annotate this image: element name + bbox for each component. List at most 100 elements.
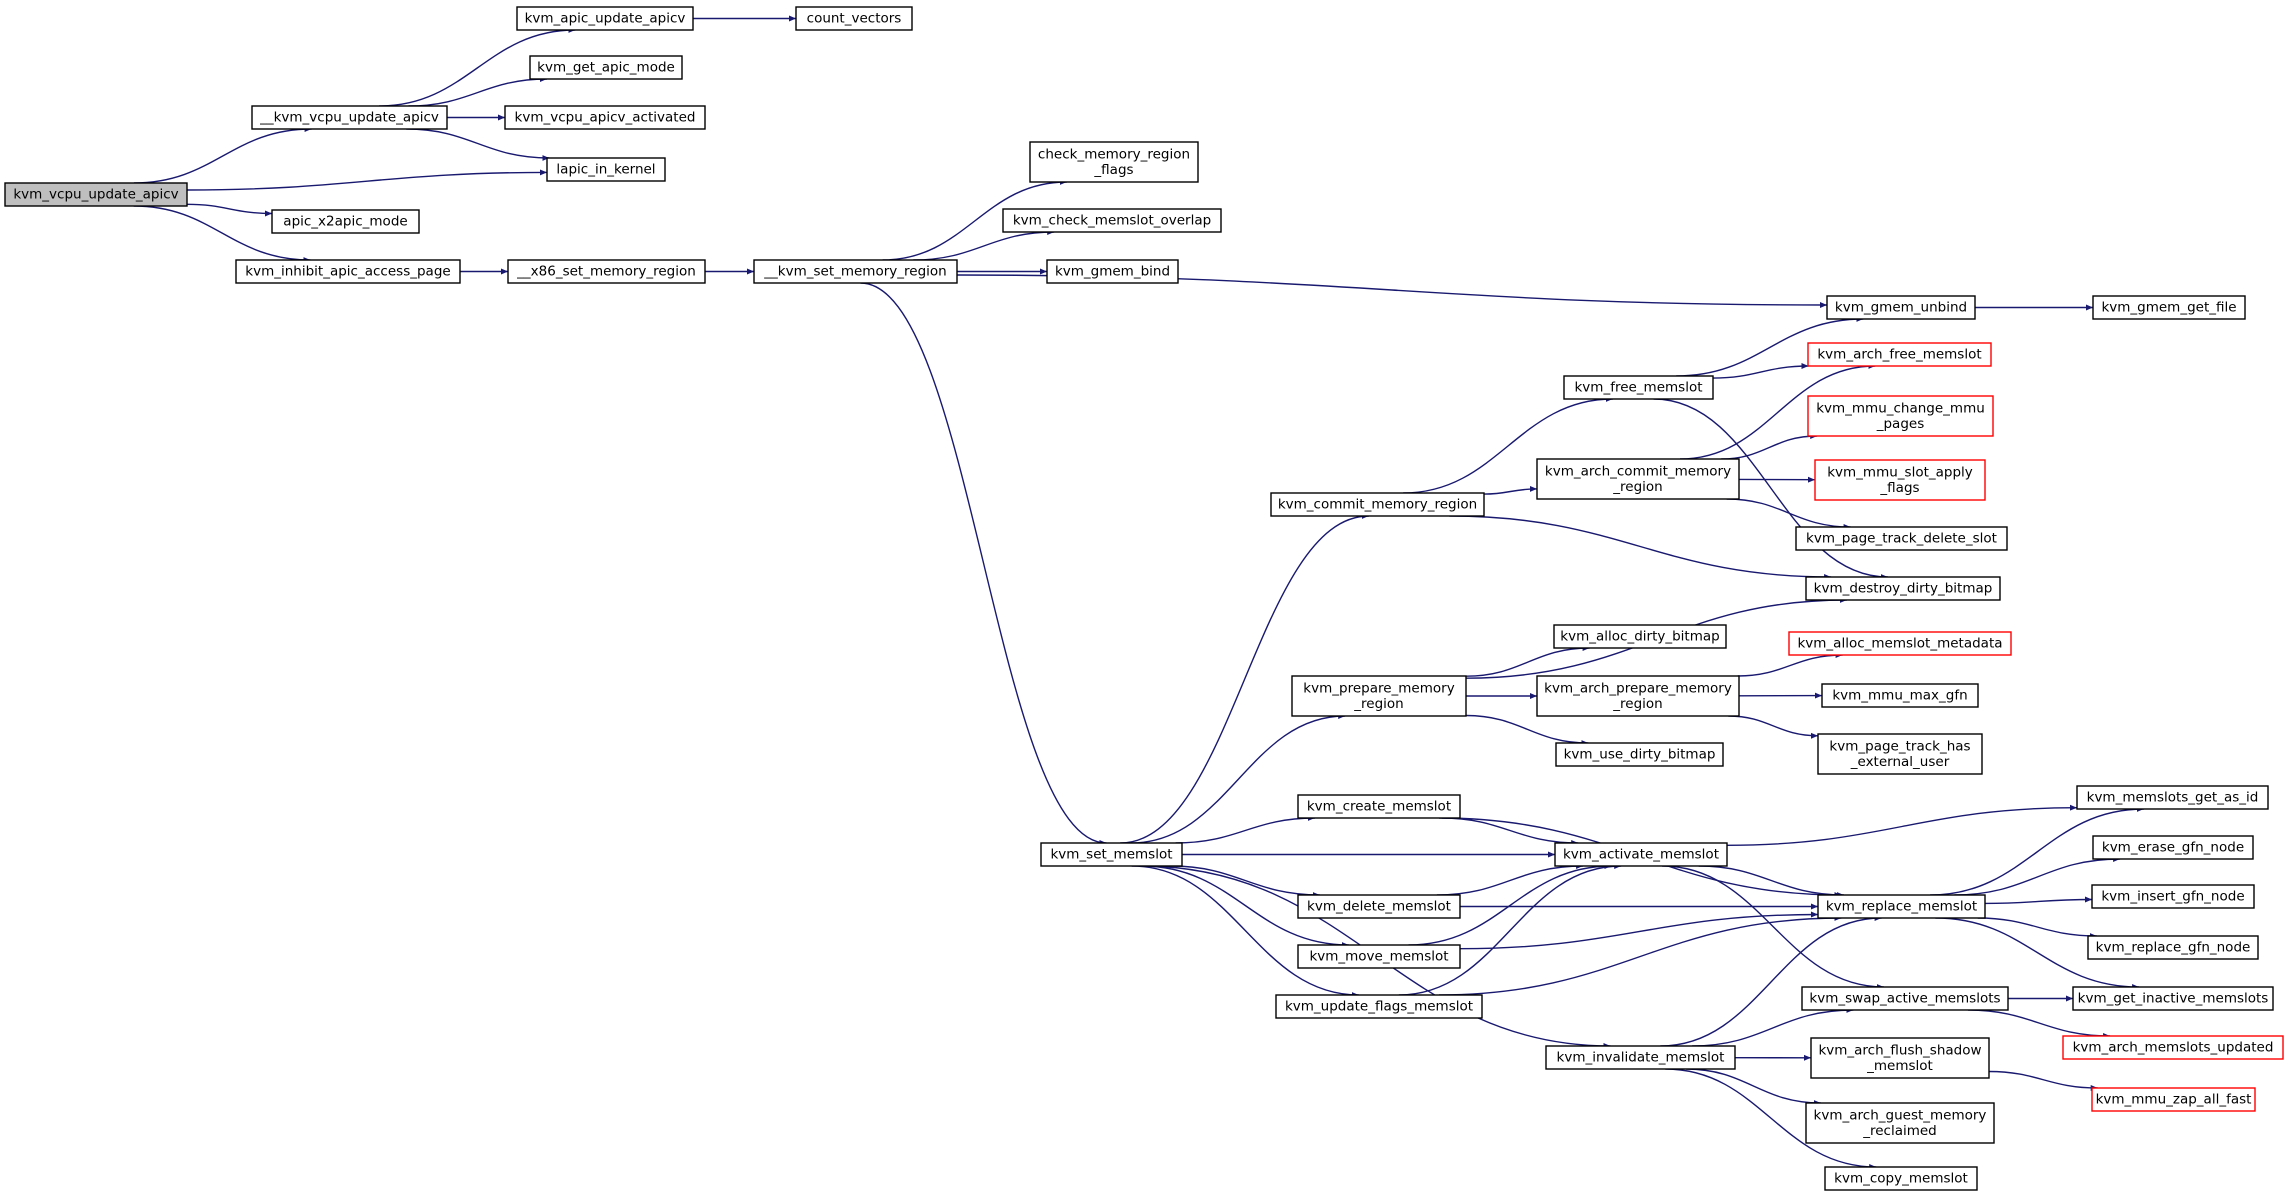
call-edge xyxy=(1483,485,1538,495)
call-arrow xyxy=(1935,917,2140,990)
node-box xyxy=(504,105,706,130)
call-edge xyxy=(1679,363,1876,460)
call-edge xyxy=(1662,865,1884,990)
call-edge xyxy=(379,27,576,107)
function-node-kvm-mmu-zap-all-fast[interactable]: kvm_mmu_zap_all_fast xyxy=(2091,1087,2256,1112)
function-node-kvm-gmem-unbind[interactable]: kvm_gmem_unbind xyxy=(1826,295,1976,320)
function-node-kvm-mmu-max-gfn[interactable]: kvm_mmu_max_gfn xyxy=(1821,683,1979,708)
function-node-kvm-get-inactive-memslots[interactable]: kvm_get_inactive_memslots xyxy=(2072,986,2274,1011)
function-node-kvm-alloc-dirty-bitmap[interactable]: kvm_alloc_dirty_bitmap xyxy=(1553,624,1727,649)
call-edge xyxy=(882,179,1067,261)
function-node-kvm-create-memslot[interactable]: kvm_create_memslot xyxy=(1297,794,1461,819)
call-arrow xyxy=(1141,865,1349,948)
call-edge xyxy=(1403,396,1613,494)
call-arrow xyxy=(1686,1068,1821,1106)
node-box xyxy=(1817,894,1986,919)
node-label: kvm_mmu_zap_all_fast xyxy=(2096,1092,2252,1108)
node-label: kvm_invalidate_memslot xyxy=(1557,1050,1725,1066)
function-node-kvm-replace-gfn-node[interactable]: kvm_replace_gfn_node xyxy=(2087,935,2259,960)
function-node-kvm-memslots-get-as-id[interactable]: kvm_memslots_get_as_id xyxy=(2076,785,2269,810)
node-label: count_vectors xyxy=(807,11,902,27)
function-node-kvm-mmu-change-mmu-pages[interactable]: kvm_mmu_change_mmu_pages xyxy=(1807,395,1994,437)
function-node-kvm-swap-active-memslots[interactable]: kvm_swap_active_memslots xyxy=(1801,986,2009,1011)
function-node-lapic-in-kernel[interactable]: lapic_in_kernel xyxy=(546,157,666,182)
function-node-kvm-copy-memslot[interactable]: kvm_copy_memslot xyxy=(1824,1166,1978,1191)
call-arrow xyxy=(1439,915,1842,996)
function-node-kvm-arch-guest-memory-reclaimed[interactable]: kvm_arch_guest_memory_reclaimed xyxy=(1805,1102,1995,1144)
call-edge xyxy=(1984,896,2093,905)
node-box xyxy=(271,209,420,234)
call-arrow xyxy=(1449,515,1832,580)
node-box xyxy=(1297,944,1461,969)
function-node-kvm-invalidate-memslot[interactable]: kvm_invalidate_memslot xyxy=(1545,1045,1736,1070)
function-node-kvm-set-memory-region[interactable]: __kvm_set_memory_region xyxy=(753,259,958,284)
node-label: kvm_use_dirty_bitmap xyxy=(1564,747,1716,763)
node-label: kvm_get_inactive_memslots xyxy=(2078,991,2269,1007)
function-node-check-memory-region-flags[interactable]: check_memory_region_flags xyxy=(1029,141,1199,183)
function-node-kvm-vcpu-update-apicv[interactable]: kvm_vcpu_update_apicv xyxy=(4,182,188,207)
function-node-kvm-arch-prepare-memory-region[interactable]: kvm_arch_prepare_memory_region xyxy=(1536,675,1740,717)
node-label: kvm_gmem_unbind xyxy=(1835,300,1967,316)
function-node-kvm-inhibit-apic-access-page[interactable]: kvm_inhibit_apic_access_page xyxy=(235,259,461,284)
node-box xyxy=(2072,986,2274,1011)
node-label: kvm_free_memslot xyxy=(1574,380,1702,396)
call-arrow xyxy=(882,179,1067,261)
function-nodes: kvm_vcpu_update_apicv __kvm_vcpu_update_a… xyxy=(4,6,2284,1191)
function-node-kvm-insert-gfn-node[interactable]: kvm_insert_gfn_node xyxy=(2091,884,2255,909)
function-node-kvm-free-memslot[interactable]: kvm_free_memslot xyxy=(1563,375,1714,400)
function-node-kvm-apic-update-apicv[interactable]: kvm_apic_update_apicv xyxy=(516,6,694,31)
node-label: kvm_arch_prepare_memory xyxy=(1544,680,1732,696)
function-node-kvm-gmem-get-file[interactable]: kvm_gmem_get_file xyxy=(2092,295,2246,320)
function-node-kvm-arch-free-memslot[interactable]: kvm_arch_free_memslot xyxy=(1807,342,1992,367)
node-label: kvm_set_memslot xyxy=(1050,847,1172,863)
call-arrow xyxy=(1721,433,1818,460)
function-node-kvm-update-flags-memslot[interactable]: kvm_update_flags_memslot xyxy=(1275,994,1483,1019)
function-node-kvm-page-track-delete-slot[interactable]: kvm_page_track_delete_slot xyxy=(1795,526,2008,551)
call-edge xyxy=(1726,498,1851,530)
node-label: kvm_gmem_get_file xyxy=(2101,300,2236,316)
function-node-kvm-delete-memslot[interactable]: kvm_delete_memslot xyxy=(1297,894,1461,919)
node-box xyxy=(507,259,706,284)
function-node-kvm-move-memslot[interactable]: kvm_move_memslot xyxy=(1297,944,1461,969)
call-arrow xyxy=(1175,815,1315,844)
function-node-kvm-use-dirty-bitmap[interactable]: kvm_use_dirty_bitmap xyxy=(1555,742,1724,767)
function-node-kvm-gmem-bind[interactable]: kvm_gmem_bind xyxy=(1046,259,1179,284)
function-node-count-vectors[interactable]: count_vectors xyxy=(795,6,913,31)
function-node-kvm-get-apic-mode[interactable]: kvm_get_apic_mode xyxy=(529,55,683,80)
node-label: kvm_mmu_slot_apply xyxy=(1827,464,1973,480)
function-node-kvm-vcpu-update-apicv[interactable]: __kvm_vcpu_update_apicv xyxy=(251,105,448,130)
function-node-kvm-check-memslot-overlap[interactable]: kvm_check_memslot_overlap xyxy=(1002,208,1222,233)
function-node-x86-set-memory-region[interactable]: __x86_set_memory_region xyxy=(507,259,706,284)
function-node-kvm-vcpu-apicv-activated[interactable]: kvm_vcpu_apicv_activated xyxy=(504,105,706,130)
node-label: _flags xyxy=(1093,162,1133,178)
node-label: __kvm_vcpu_update_apicv xyxy=(259,110,439,126)
function-node-apic-x2apic-mode[interactable]: apic_x2apic_mode xyxy=(271,209,420,234)
function-node-kvm-alloc-memslot-metadata[interactable]: kvm_alloc_memslot_metadata xyxy=(1788,631,2012,656)
call-edge xyxy=(1131,865,1359,998)
node-box xyxy=(1795,526,2008,551)
function-node-kvm-arch-memslots-updated[interactable]: kvm_arch_memslots_updated xyxy=(2062,1035,2284,1060)
function-node-kvm-activate-memslot[interactable]: kvm_activate_memslot xyxy=(1554,842,1728,867)
node-box xyxy=(1553,624,1727,649)
function-node-kvm-page-track-has-external-user[interactable]: kvm_page_track_has_external_user xyxy=(1817,733,1983,775)
call-arrow xyxy=(1737,652,1843,677)
call-edge xyxy=(1988,1070,2098,1091)
call-edge xyxy=(1935,917,2140,990)
node-label: kvm_move_memslot xyxy=(1309,949,1448,965)
function-node-kvm-prepare-memory-region[interactable]: kvm_prepare_memory_region xyxy=(1291,675,1467,717)
node-box xyxy=(1801,986,2009,1011)
call-edge xyxy=(1676,316,1864,377)
function-node-kvm-set-memslot[interactable]: kvm_set_memslot xyxy=(1040,842,1183,867)
node-box xyxy=(1814,459,1986,501)
function-node-kvm-mmu-slot-apply-flags[interactable]: kvm_mmu_slot_apply_flags xyxy=(1814,459,1986,501)
call-edge xyxy=(1398,863,1622,996)
function-node-kvm-destroy-dirty-bitmap[interactable]: kvm_destroy_dirty_bitmap xyxy=(1805,576,2001,601)
function-node-kvm-arch-flush-shadow-memslot[interactable]: kvm_arch_flush_shadow_memslot xyxy=(1810,1037,1990,1079)
call-arrow xyxy=(1728,715,1819,739)
function-node-kvm-replace-memslot[interactable]: kvm_replace_memslot xyxy=(1817,894,1986,919)
node-label: kvm_erase_gfn_node xyxy=(2102,840,2244,856)
function-node-kvm-arch-commit-memory-region[interactable]: kvm_arch_commit_memory_region xyxy=(1536,458,1740,500)
function-node-kvm-commit-memory-region[interactable]: kvm_commit_memory_region xyxy=(1270,492,1485,517)
node-box xyxy=(2092,295,2246,320)
function-node-kvm-erase-gfn-node[interactable]: kvm_erase_gfn_node xyxy=(2092,835,2254,860)
